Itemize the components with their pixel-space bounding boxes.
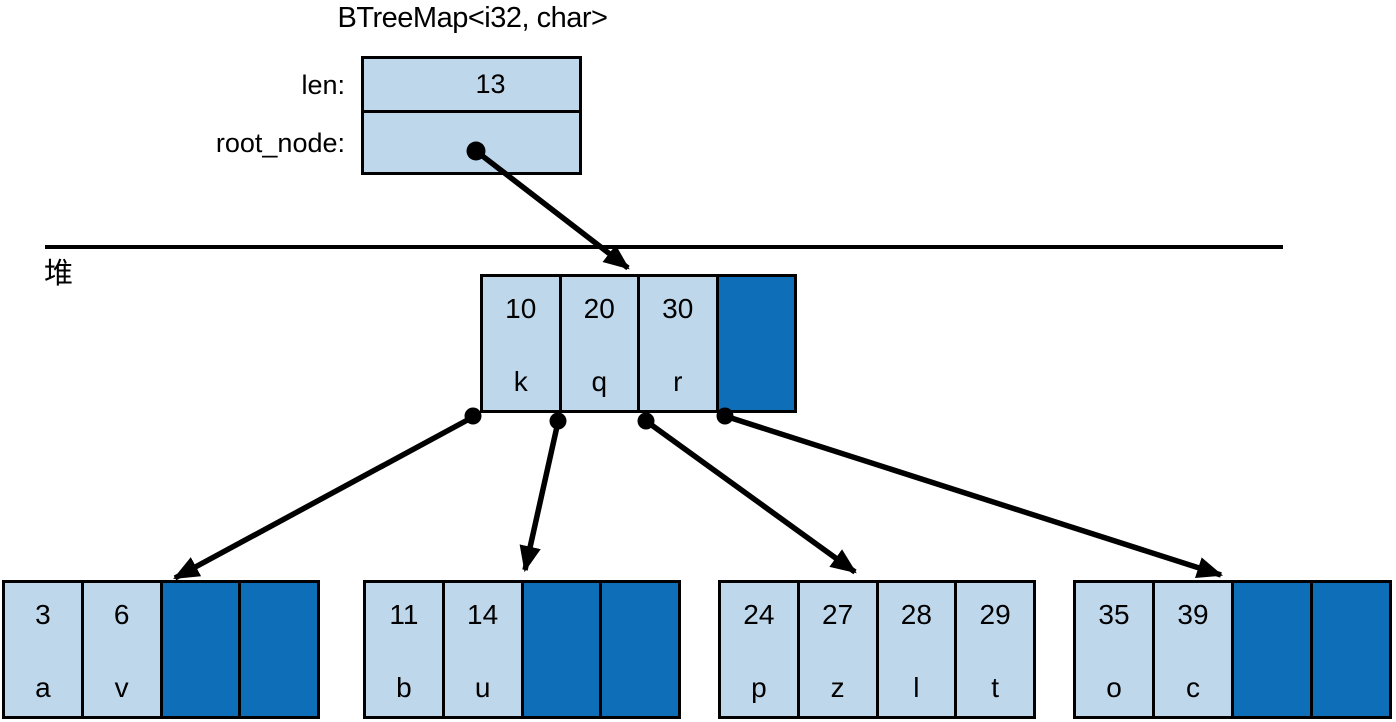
cell-value: p (751, 672, 767, 703)
btree-cell: 6 v (83, 583, 163, 716)
btree-cell: 3 a (5, 583, 84, 716)
btree-cell: 11 b (366, 583, 445, 716)
pointer-dot-2 (549, 412, 567, 430)
cell-key: 24 (743, 599, 775, 630)
btree-node-child-2: 11 b 14 u (363, 580, 681, 719)
cell-key: 30 (662, 293, 694, 324)
cell-value: k (513, 366, 528, 397)
cell-value: z (830, 672, 845, 703)
pointer-arrow-child-2 (519, 421, 561, 573)
btree-node-child-3: 24 p 27 z 28 l 29 t (718, 580, 1036, 719)
cell-key: 29 (979, 599, 1011, 630)
cell-value: v (114, 672, 129, 703)
pointer-arrow-child-4 (724, 413, 1224, 579)
btree-node-child-1: 3 a 6 v (2, 580, 320, 719)
cell-key: 27 (822, 599, 854, 630)
pointer-arrow-child-1 (173, 414, 475, 581)
cell-value: a (35, 672, 51, 703)
pointer-dot-3 (637, 412, 655, 430)
btree-cell: 14 u (444, 583, 524, 716)
cell-key: 10 (505, 293, 537, 324)
btree-cell-empty (602, 583, 678, 716)
cell-value: u (474, 672, 491, 703)
cell-key: 11 (389, 599, 419, 630)
btree-cell: 30 r (640, 277, 719, 410)
btree-node-child-4: 35 o 39 c (1073, 580, 1392, 719)
btree-cell-empty (1234, 583, 1313, 716)
btree-cell-empty (241, 583, 317, 716)
cell-value: c (1186, 672, 1200, 703)
cell-key: 6 (113, 599, 130, 630)
btree-cell-empty (523, 583, 603, 716)
field-label-len: len: (301, 70, 345, 100)
cell-key: 39 (1177, 599, 1209, 630)
len-value-cell: 13 (364, 59, 579, 113)
btreemap-struct-box: 13 (361, 56, 582, 175)
btree-cell-empty (1313, 583, 1389, 716)
cell-value: q (591, 366, 608, 397)
cell-key: 3 (35, 599, 51, 630)
btree-cell: 35 o (1076, 583, 1155, 716)
btree-cell: 39 c (1155, 583, 1234, 716)
cell-value: l (913, 672, 920, 703)
cell-value: o (1106, 672, 1122, 703)
cell-key: 14 (467, 599, 499, 630)
btree-cell: 10 k (483, 277, 562, 410)
btree-cell: 24 p (721, 583, 800, 716)
cell-key: 35 (1098, 599, 1130, 630)
cell-value: b (396, 672, 412, 703)
field-label-root-node: root_node: (215, 128, 345, 158)
pointer-dot-1 (464, 407, 482, 425)
btree-cell: 28 l (878, 583, 958, 716)
cell-value: t (991, 672, 1000, 703)
btree-cell: 27 z (799, 583, 879, 716)
cell-key: 20 (583, 293, 615, 324)
root-node-pointer-cell (364, 113, 579, 169)
cell-value: r (673, 366, 683, 397)
btree-cell: 20 q (561, 277, 640, 410)
heap-label: 堆 (44, 258, 74, 290)
cell-key: 28 (900, 599, 932, 630)
pointer-arrow-child-3 (644, 418, 857, 575)
btree-node-root: 10 k 20 q 30 r (480, 274, 797, 413)
btree-cell-empty (718, 277, 794, 410)
btree-cell: 29 t (957, 583, 1033, 716)
btree-cell-empty (162, 583, 242, 716)
diagram-title: BTreeMap<i32, char> (337, 2, 608, 34)
